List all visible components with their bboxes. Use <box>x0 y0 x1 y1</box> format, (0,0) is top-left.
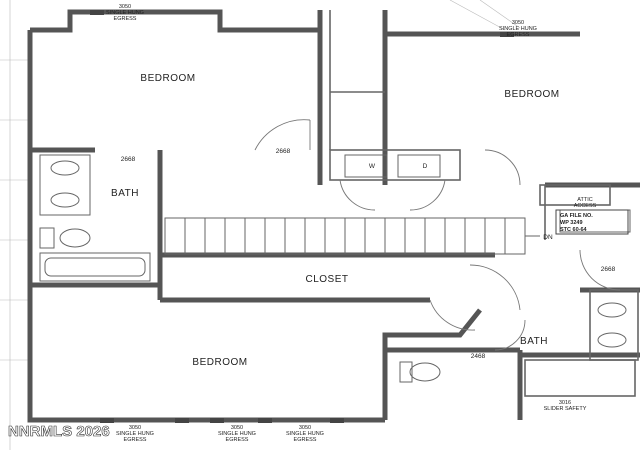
bedroom-ne-label: BEDROOM <box>504 89 559 100</box>
window-top-left-type: SINGLE HUNG <box>106 10 144 16</box>
washer-label: W <box>369 163 376 170</box>
bath-right-label: BATH <box>520 336 548 347</box>
window-bottom-3-egress: EGRESS <box>294 437 317 443</box>
door-2668-b: 2668 <box>276 148 291 155</box>
bedroom-sw-label: BEDROOM <box>192 357 247 368</box>
stair-dn-label: DN <box>543 234 553 241</box>
window-bottom-2-egress: EGRESS <box>226 437 249 443</box>
note-line-1: GA FILE NO. <box>560 213 593 219</box>
windows <box>90 10 514 423</box>
attic-access-line-1: ATTIC <box>577 197 593 203</box>
window-top-right-egress: EGRESS <box>507 32 530 38</box>
window-bottom-2-type: SINGLE HUNG <box>218 431 256 437</box>
window-bottom-3-size: 3050 <box>299 425 311 431</box>
fixtures <box>39 154 631 383</box>
window-top-left-size: 3050 <box>119 4 131 10</box>
door-2668-c: 2668 <box>601 266 616 273</box>
bath-left-label: BATH <box>111 188 139 199</box>
door-2668-a: 2668 <box>121 156 136 163</box>
walls <box>27 9 640 423</box>
window-top-right-size: 3050 <box>512 20 524 26</box>
window-top-right-type: SINGLE HUNG <box>499 26 537 32</box>
shower-size-label: 3016 <box>559 400 571 406</box>
bedroom-nw-label: BEDROOM <box>140 73 195 84</box>
window-bottom-2-size: 3050 <box>231 425 243 431</box>
closet-label: CLOSET <box>305 274 348 285</box>
door-swings <box>254 119 621 351</box>
background-lines <box>0 0 521 450</box>
note-line-3: STC 60-64 <box>560 227 588 233</box>
note-line-2: WP 3249 <box>560 220 583 226</box>
note-box: GA FILE NO. WP 3249 STC 60-64 <box>555 209 629 235</box>
watermark: NNRMLS 2026 <box>8 423 110 440</box>
shower-type-label: SLIDER SAFETY <box>544 406 587 412</box>
attic-access-line-2: ACCESS <box>574 203 597 209</box>
window-bottom-3-type: SINGLE HUNG <box>286 431 324 437</box>
window-bottom-1-size: 3050 <box>129 425 141 431</box>
window-bottom-1-type: SINGLE HUNG <box>116 431 154 437</box>
door-2468: 2468 <box>471 353 486 360</box>
window-bottom-1-egress: EGRESS <box>124 437 147 443</box>
dryer-label: D <box>423 163 428 170</box>
window-top-left-egress: EGRESS <box>114 16 137 22</box>
stairs <box>164 217 540 255</box>
